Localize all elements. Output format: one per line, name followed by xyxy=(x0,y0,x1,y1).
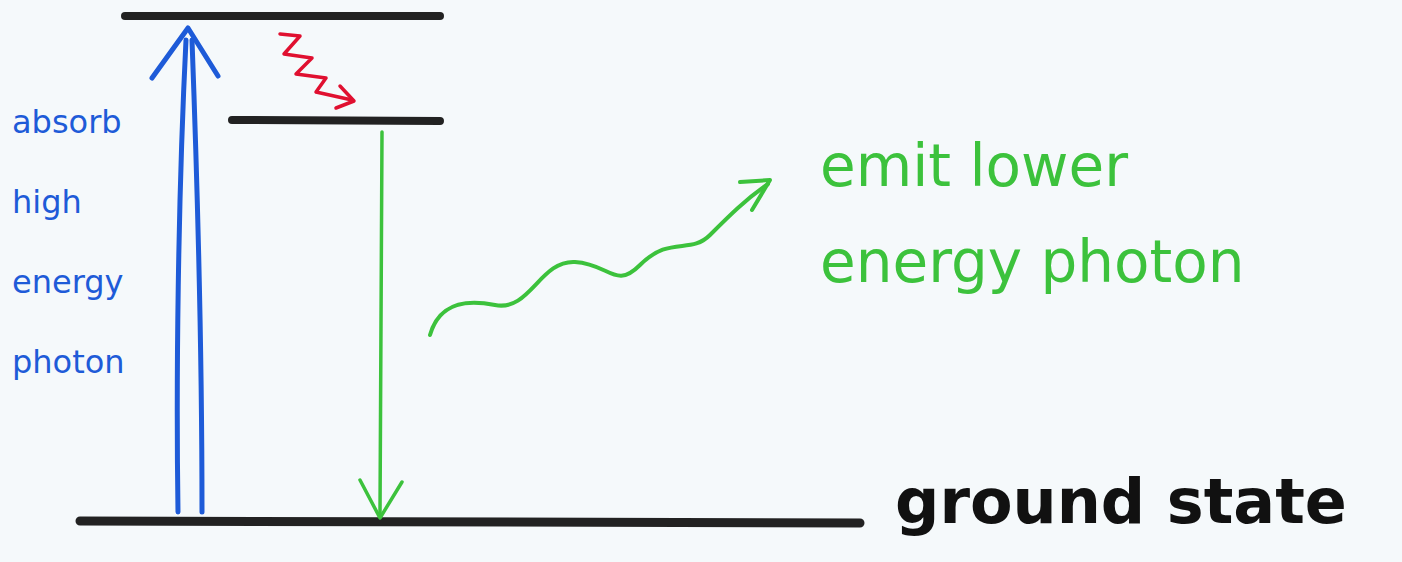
emission-arrow xyxy=(360,132,402,518)
absorption-arrow xyxy=(152,28,218,512)
ground-state-label: ground state xyxy=(895,462,1347,542)
absorb-label: absorb high energy photon xyxy=(12,82,137,402)
emitted-photon xyxy=(430,180,770,335)
ground-level xyxy=(80,521,860,523)
emit-label: emit lower energy photon xyxy=(820,118,1300,310)
relaxation-squiggle xyxy=(280,34,354,108)
middle-level xyxy=(232,120,440,121)
upper-level xyxy=(125,12,440,20)
